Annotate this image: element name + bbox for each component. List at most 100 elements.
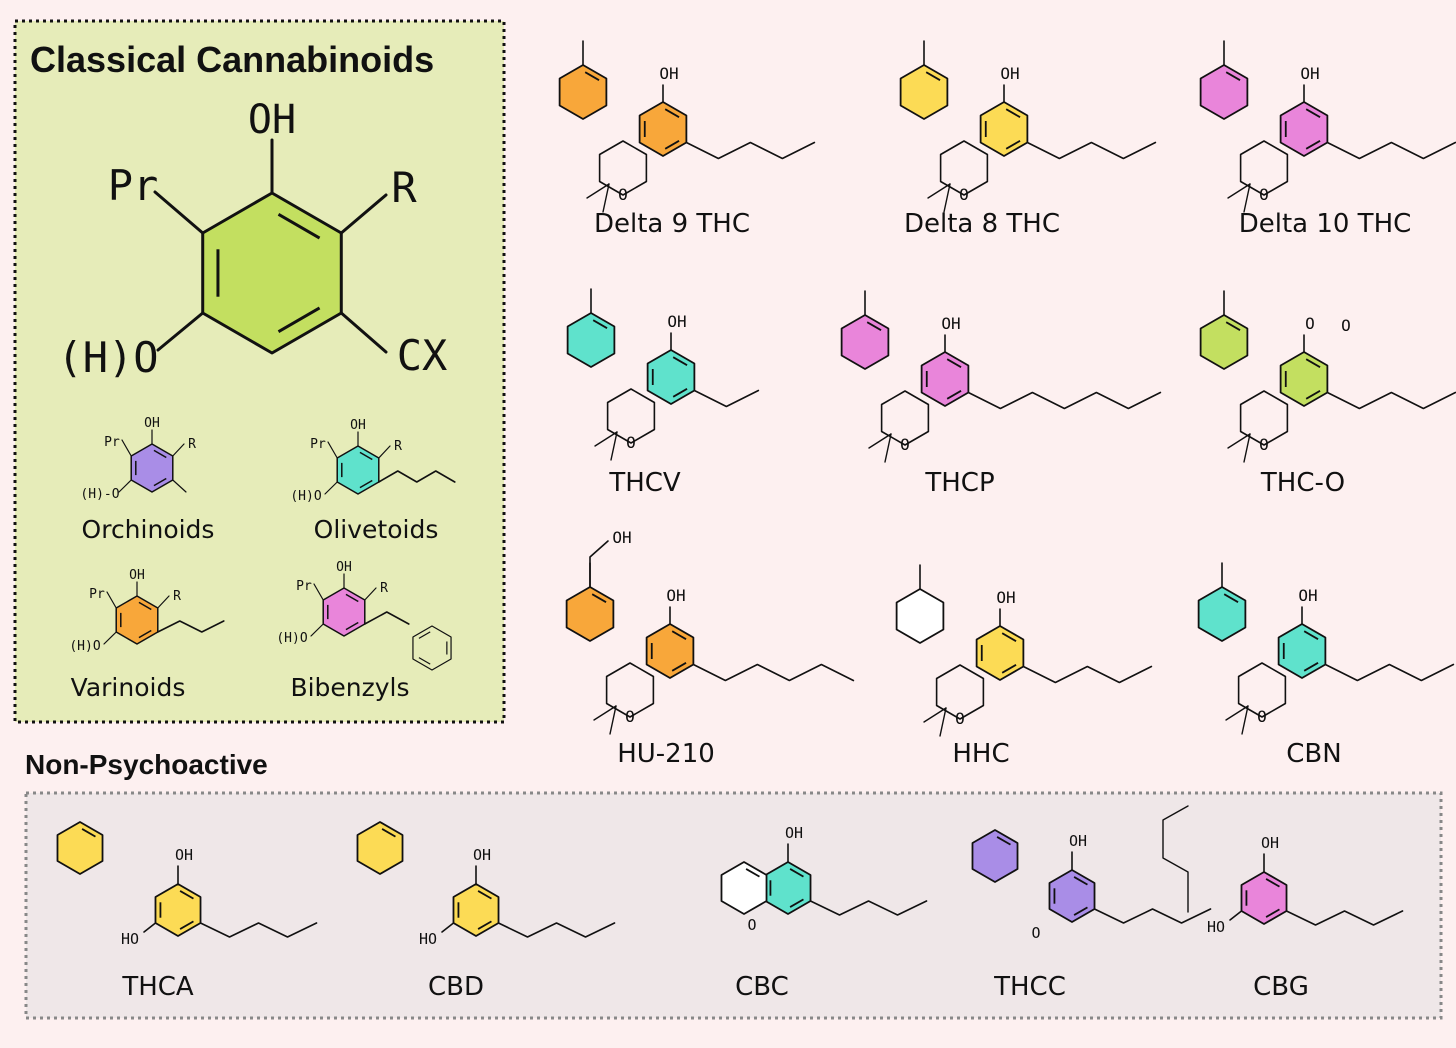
ring-a-0 [558,64,608,120]
double-bond [584,71,600,81]
core-cx-label: CX [397,331,448,380]
compound-label: HHC [952,739,1009,769]
compound-label: THCV [608,468,681,498]
double-bond [477,920,492,930]
sub-tail [377,470,456,483]
ring-b-4 [880,390,930,446]
ring-c-3 [646,349,696,405]
ring-c-7 [975,625,1025,681]
alkyl-chain [1326,141,1456,160]
sub-tail [363,611,410,625]
sub-oh-label: OH [350,418,366,433]
double-bond [1073,876,1088,886]
ring-a-2 [1199,64,1249,120]
double-bond [664,108,680,118]
subclass-label: Varinoids [71,673,186,702]
compound-label: Delta 9 THC [594,209,750,239]
alkyl-chain [1022,665,1153,684]
atom-oh: O [1305,314,1315,333]
sub-oh-label: OH [144,416,160,431]
ring-a-1 [899,64,949,120]
np-alkyl-chain [497,922,616,938]
ring-c-5 [1279,351,1329,407]
double-bond [789,898,804,908]
atom-o: O [955,709,965,728]
atom-oh: OH [1000,64,1019,83]
sub-ho-label: (H)O [290,489,321,504]
double-bond [153,477,167,487]
sub-bond [378,445,391,459]
ring-c-1 [979,101,1029,157]
np-bond-ho [441,922,455,933]
double-bond [1005,140,1021,150]
alkyl-chain [1326,391,1456,410]
double-bond [179,920,194,930]
np-compound-label: CBC [735,972,789,1002]
sub-ho-label: (H)O [69,639,100,654]
classical-title: Classical Cannabinoids [30,39,434,80]
double-bond [592,319,608,329]
np-alkyl-chain [1285,910,1404,926]
sub-pr-label: Pr [104,435,120,450]
sub-bond [310,623,324,637]
double-bond [591,593,607,603]
ring-c-2 [1279,101,1329,157]
double-bond [359,479,373,489]
double-bond [789,868,804,878]
hydroxymethyl [589,540,609,588]
bond-r [339,193,388,235]
compound-label: HU-210 [617,739,715,769]
double-bond [1225,321,1241,331]
sub-r-label: R [380,581,388,596]
sub-bond [364,587,377,601]
core-oh-label: OH [248,97,296,143]
ring-b-6 [605,662,655,718]
sub-r-label: R [173,589,181,604]
double-bond [418,631,431,639]
sub-bond [103,631,117,645]
atom-o: O [626,433,636,452]
np-atom-ho: HO [1207,918,1225,936]
ring-b-3 [606,388,656,444]
sub-ho-label: (H)O [276,631,307,646]
double-bond [138,601,152,611]
phenyl-ring [412,625,452,671]
double-bond [1303,630,1319,640]
sub-bond [121,439,132,457]
gem-dimethyl [884,433,892,463]
alkyl-chain [685,141,816,160]
sub-tail [156,620,225,633]
gem-dimethyl [1227,433,1251,449]
sub-ho-label: (H)-O [80,487,119,502]
ring-c-4 [920,351,970,407]
double-bond [1265,908,1280,918]
subclass-label: Bibenzyls [290,673,409,702]
sub-bond [157,595,170,609]
nonpsychoactive-title: Non-Psychoactive [25,749,268,780]
double-bond [381,828,396,838]
double-bond [1223,593,1239,603]
atom-o: O [900,435,910,454]
alkyl-chain [1324,663,1455,682]
sub-r-label: R [394,439,402,454]
double-bond [345,593,359,603]
double-bond [996,836,1011,846]
gem-dimethyl [602,183,610,213]
gem-dimethyl [1241,705,1249,735]
atom-oh: OH [996,588,1015,607]
np-compound-label: CBD [428,972,484,1002]
double-bond [1005,108,1021,118]
atom-o-ester: O [1341,316,1351,335]
alkyl-chain [1026,141,1157,160]
np-atom-oh: OH [1069,832,1087,850]
gem-dimethyl [868,433,892,449]
prenyl-chain [1162,805,1189,913]
double-bond [1305,390,1321,400]
double-bond [345,621,359,631]
ring-b-2 [1239,140,1289,196]
sub-bond [172,443,185,457]
double-bond [672,388,688,398]
np-atom-ho: HO [419,930,437,948]
np-bond-ho [143,922,157,933]
